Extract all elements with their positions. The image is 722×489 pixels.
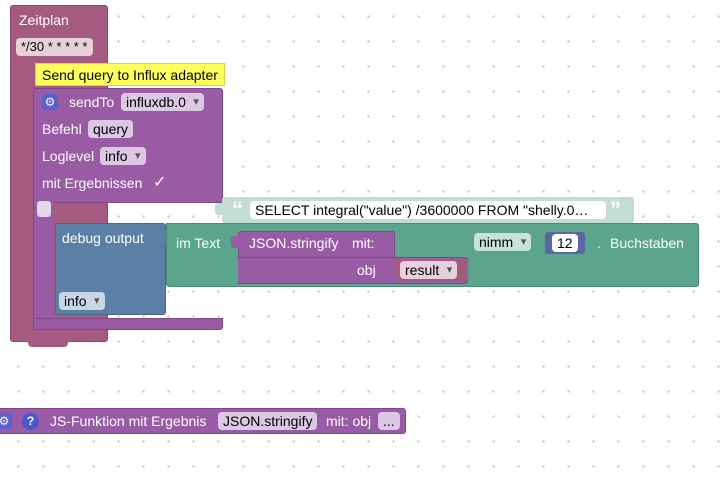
im-text-label: im Text (176, 235, 221, 251)
function-args-label: mit: obj (326, 413, 372, 429)
gear-icon[interactable]: ⚙ (42, 94, 58, 110)
debug-output-connector (158, 230, 168, 242)
buchstaben-label: Buchstaben (610, 235, 684, 251)
loglevel-label: Loglevel (42, 148, 95, 164)
debug-output-label: debug output (62, 230, 144, 246)
mode-dropdown[interactable]: nimm (474, 233, 532, 251)
function-more-button[interactable]: ... (378, 412, 400, 430)
quote-close-icon: ” (610, 197, 621, 222)
function-name-field[interactable]: JSON.stringify (218, 412, 318, 430)
loglevel-dropdown[interactable]: info (100, 147, 146, 165)
result-variable-dropdown[interactable]: result (400, 261, 458, 279)
count-field[interactable]: 12 (552, 234, 578, 252)
sendto-block-footer (33, 318, 223, 330)
cron-field[interactable]: */30 * * * * * (16, 38, 93, 56)
results-label: mit Ergebnissen (42, 175, 143, 191)
dot-label: . (597, 235, 601, 251)
schedule-block-bottom-tab (28, 339, 68, 347)
statement-slot[interactable] (37, 201, 51, 217)
json-stringify-label: JSON.stringify (249, 235, 339, 251)
adapter-dropdown[interactable]: influxdb.0 (121, 93, 204, 111)
js-function-label: JS-Funktion mit Ergebnis (50, 413, 207, 429)
comment-bubble[interactable]: Send query to Influx adapter (35, 63, 225, 86)
befehl-label: Befehl (42, 121, 82, 137)
help-icon[interactable]: ? (22, 413, 39, 430)
query-text-field[interactable]: SELECT integral("value") /3600000 FROM "… (250, 201, 606, 219)
json-obj-label: obj (357, 262, 376, 278)
sendto-block-left-arm (33, 200, 53, 325)
json-mit-label: mit: (352, 235, 375, 251)
quote-open-icon: “ (232, 197, 243, 222)
sendto-label: sendTo (69, 94, 115, 110)
schedule-label: Zeitplan (19, 12, 69, 28)
debug-level-dropdown[interactable]: info (59, 292, 105, 310)
query-text-connector (215, 203, 223, 215)
json-stringify-connector (231, 236, 239, 248)
results-checkbox[interactable]: ✓ (153, 174, 167, 191)
js-function-block[interactable] (0, 408, 406, 434)
gear-icon[interactable]: ⚙ (0, 413, 12, 429)
befehl-field[interactable]: query (88, 120, 134, 138)
